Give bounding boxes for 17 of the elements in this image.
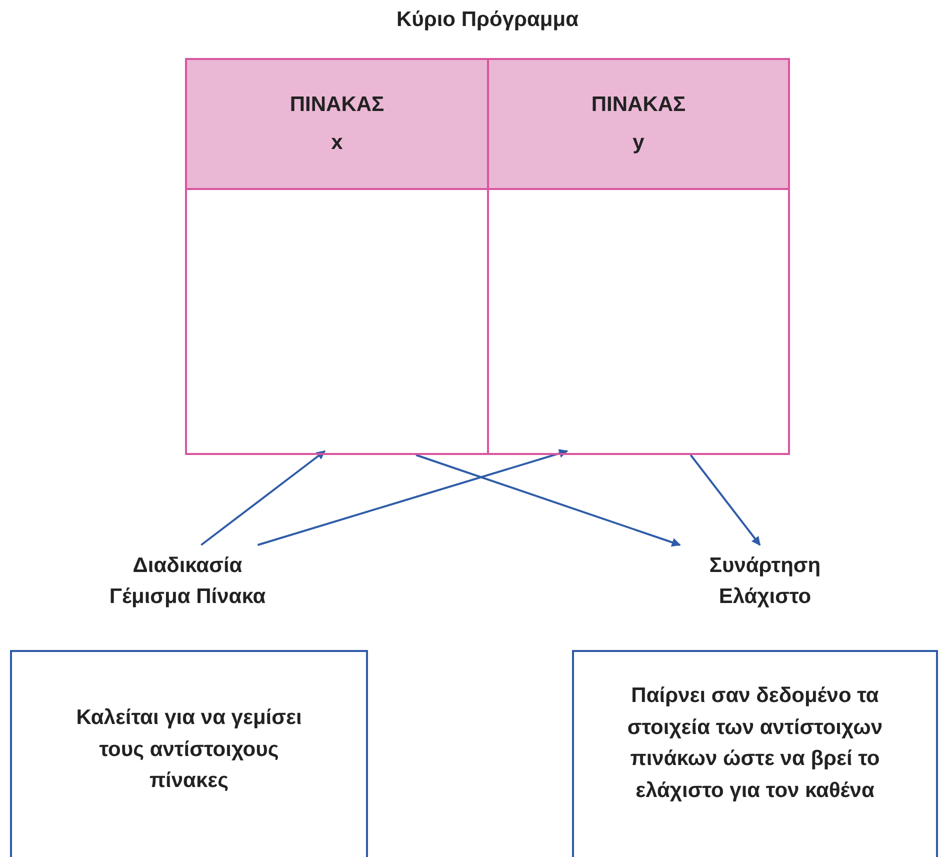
array-title: x [331, 131, 343, 155]
array-title: y [632, 131, 644, 155]
frame-title: Κύριο Πρόγραμμα [395, 8, 580, 32]
module-label: Συνάρτηση Ελάχιστο [708, 552, 822, 610]
arrow [690, 454, 761, 546]
module-label: Διαδικασία Γέμισμα Πίνακα [108, 552, 267, 610]
note-box [10, 650, 368, 857]
note-text: Καλείται για να γεμίσει τους αντίστοιχους πίνακες [75, 705, 303, 794]
arrow [416, 454, 681, 547]
array-title: ΠΙΝΑΚΑΣ [290, 93, 384, 117]
arrow [200, 450, 326, 546]
array-column [489, 58, 790, 455]
array-title: ΠΙΝΑΚΑΣ [591, 93, 686, 117]
note-box [572, 650, 938, 857]
note-text: Παίρνει σαν δεδομένο τα στοιχεία των αντίστοιχων πινάκων ώστε να βρεί το ελάχιστο για τον καθένα [626, 683, 884, 804]
arrow [257, 449, 568, 546]
array-column [185, 58, 489, 455]
